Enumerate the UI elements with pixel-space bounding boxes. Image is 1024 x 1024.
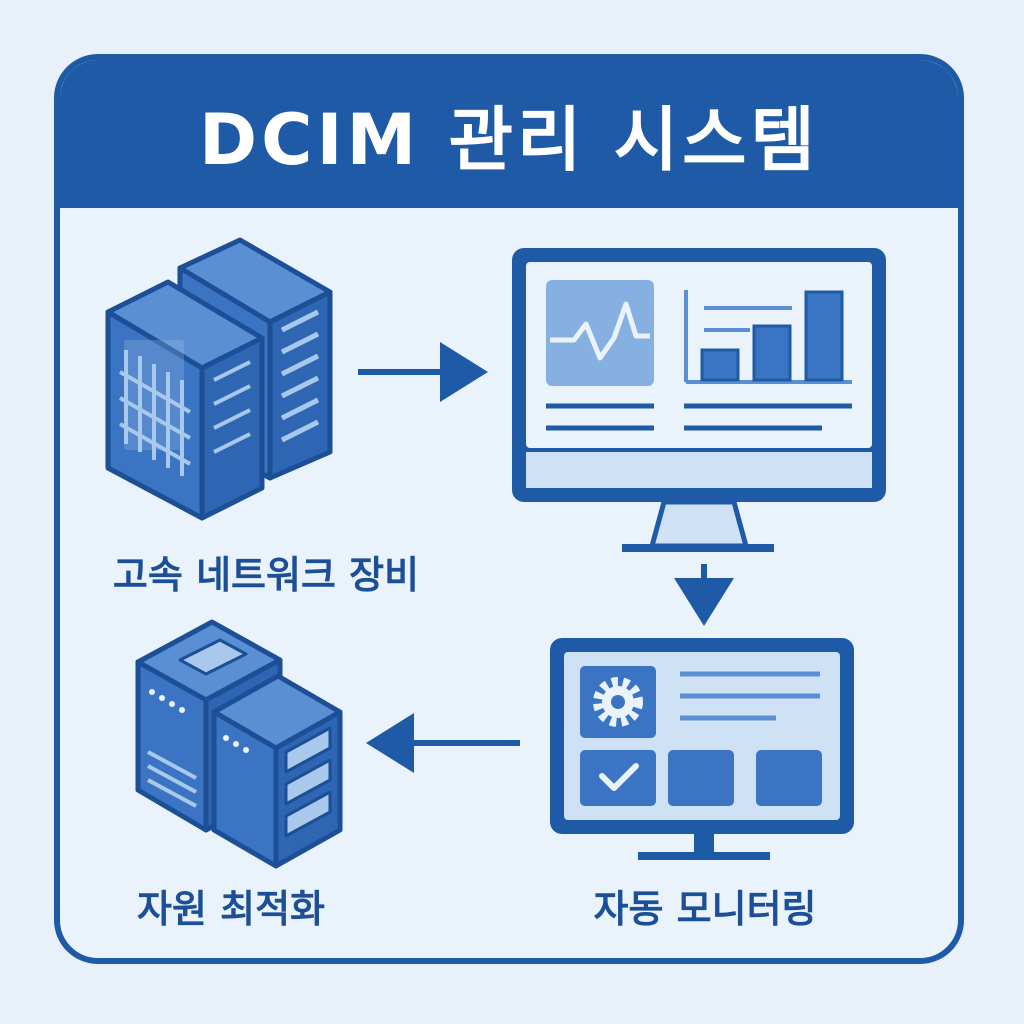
- node-label-network-equipment: 고속 네트워크 장비: [112, 553, 420, 597]
- check-icon: [599, 763, 639, 791]
- header-bar: DCIM 관리 시스템: [60, 60, 958, 208]
- monitor-dashboard-icon: [512, 248, 886, 552]
- gear-icon: [593, 677, 643, 727]
- diagram-title: DCIM 관리 시스템: [199, 98, 819, 181]
- server-units-icon: [135, 619, 343, 869]
- server-racks-icon: [105, 237, 333, 521]
- node-label-auto-monitoring: 자동 모니터링: [593, 887, 817, 931]
- monitor-settings-icon: [550, 638, 854, 860]
- node-label-resource-optimization: 자원 최적화: [136, 887, 326, 931]
